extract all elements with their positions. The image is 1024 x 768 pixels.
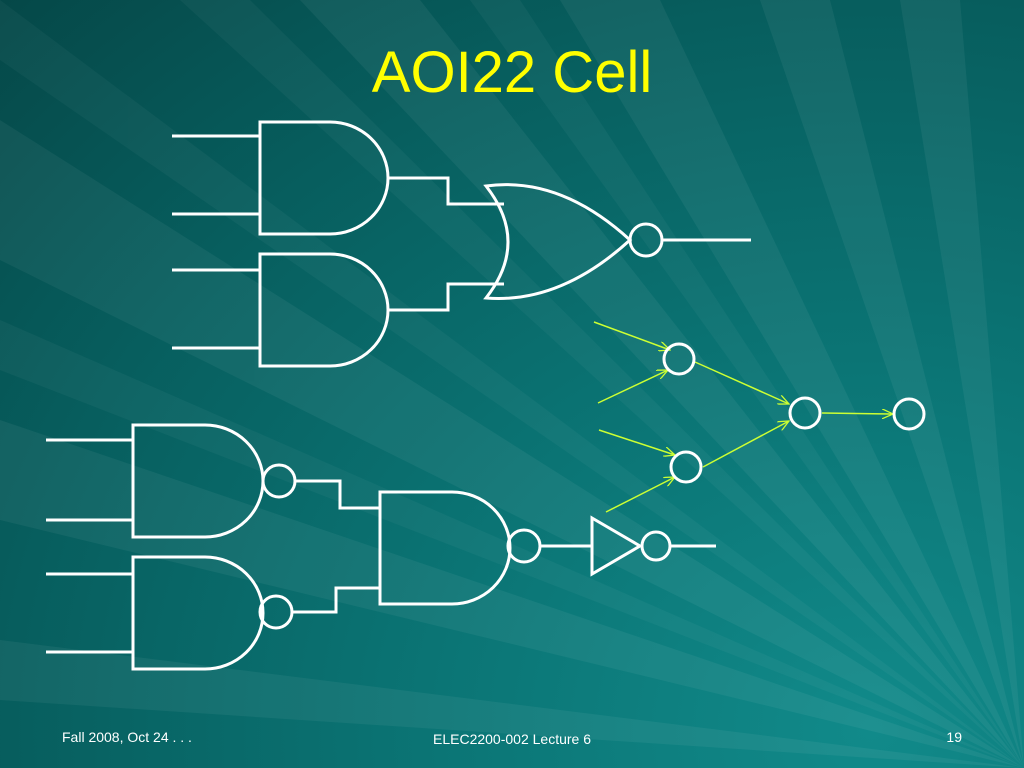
graph-node (669, 450, 703, 484)
graph-edge (694, 361, 789, 404)
inverter (590, 515, 716, 577)
and2-to-nor-wire (388, 282, 504, 312)
nand1-to-nand3-wire (295, 479, 380, 510)
graph-node (788, 396, 822, 430)
and-gate-1 (172, 120, 390, 236)
nand-gate-1 (46, 423, 297, 539)
graph-edge (597, 369, 668, 404)
footer-page-number: 19 (946, 729, 962, 745)
graph-edge (598, 429, 675, 455)
graph-edge (702, 421, 789, 468)
graph-representation (593, 321, 893, 513)
nand-circuit (46, 423, 716, 671)
nand2-to-nand3-wire (292, 586, 380, 614)
aoi-circuit (172, 120, 751, 368)
graph-edge (821, 413, 893, 414)
nand-gate-3 (378, 490, 592, 606)
and1-to-nor-wire (388, 176, 504, 206)
graph-edge (605, 477, 675, 513)
footer-date: Fall 2008, Oct 24 . . . (62, 729, 192, 745)
slide-title: AOI22 Cell (371, 40, 653, 105)
graph-nodes (662, 342, 926, 484)
graph-node (662, 342, 696, 376)
graph-node (892, 397, 926, 431)
nor-bubble (628, 222, 664, 258)
footer-course: ELEC2200-002 Lecture 6 (433, 731, 591, 747)
graph-edge (593, 321, 670, 350)
nor-gate (483, 183, 751, 301)
nand-gate-2 (46, 555, 294, 671)
and-gate-2 (172, 252, 390, 368)
